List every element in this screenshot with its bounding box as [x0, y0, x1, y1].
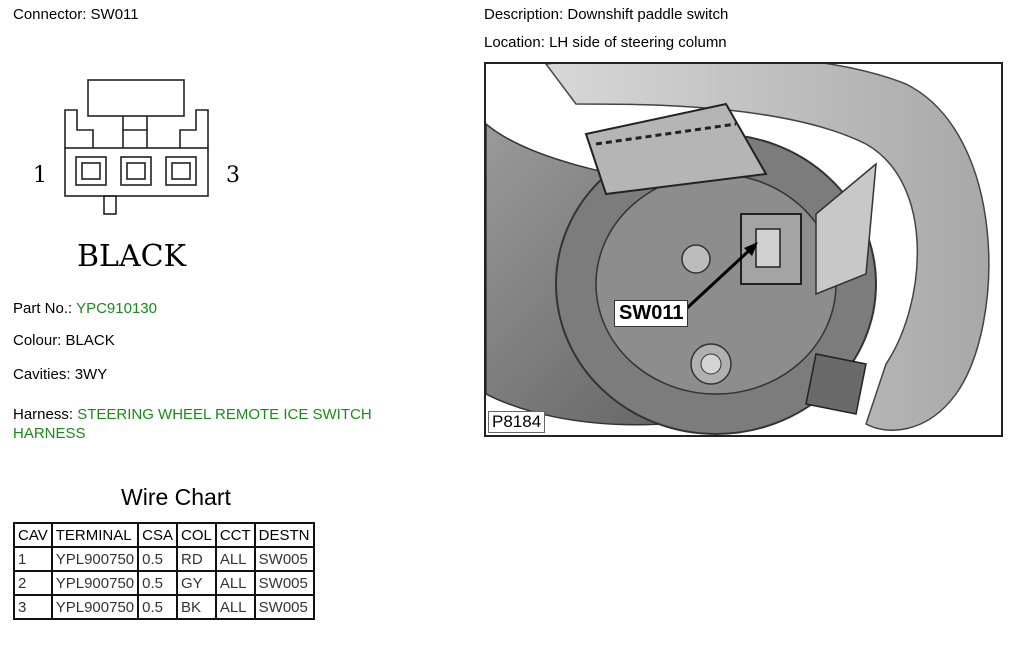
part-number-value: YPC910130	[76, 300, 157, 317]
pin-number-left: 1	[33, 163, 47, 188]
harness-line: Harness: STEERING WHEEL REMOTE ICE SWITC…	[13, 406, 372, 423]
cell-cav: 2	[13, 570, 53, 596]
cell-terminal: YPL900750	[50, 546, 140, 572]
header-destn: DESTN	[253, 522, 315, 548]
harness-value-line1: STEERING WHEEL REMOTE ICE SWITCH	[77, 406, 372, 423]
cell-cav: 1	[13, 546, 53, 572]
cell-col: RD	[175, 546, 217, 572]
photo-callout-label: SW011	[614, 300, 689, 327]
location-line: Location: LH side of steering column	[484, 34, 727, 51]
photo-reference: P8184	[488, 411, 546, 433]
wire-chart-table: CAV TERMINAL CSA COL CCT DESTN 1 YPL9007…	[13, 522, 315, 620]
cavity-3	[165, 156, 197, 186]
location-label: Location:	[484, 34, 545, 51]
cell-destn: SW005	[253, 594, 315, 620]
header-cav: CAV	[13, 522, 53, 548]
header-cct: CCT	[214, 522, 256, 548]
cell-cct: ALL	[214, 570, 256, 596]
location-value: LH side of steering column	[549, 34, 727, 51]
cell-terminal: YPL900750	[50, 594, 140, 620]
connector-face-diagram: 1 3 BLACK	[33, 79, 240, 274]
cell-cct: ALL	[214, 594, 256, 620]
table-row: 3 YPL900750 0.5 BK ALL SW005	[13, 594, 315, 620]
colour-line: Colour: BLACK	[13, 332, 115, 349]
header-terminal: TERMINAL	[50, 522, 140, 548]
cell-cct: ALL	[214, 546, 256, 572]
colour-value: BLACK	[65, 332, 115, 349]
cell-destn: SW005	[253, 570, 315, 596]
cell-terminal: YPL900750	[50, 570, 140, 596]
header-csa: CSA	[137, 522, 178, 548]
cell-csa: 0.5	[137, 546, 178, 572]
colour-label: Colour:	[13, 332, 62, 349]
table-header-row: CAV TERMINAL CSA COL CCT DESTN	[13, 522, 315, 548]
colour-caption: BLACK	[77, 239, 187, 274]
cavities-label: Cavities:	[13, 366, 71, 383]
part-number-line: Part No.: YPC910130	[13, 300, 157, 317]
cell-destn: SW005	[253, 546, 315, 572]
part-number-label: Part No.:	[13, 300, 73, 317]
description-value: Downshift paddle switch	[567, 6, 729, 23]
wire-chart-title: Wire Chart	[121, 484, 231, 510]
connector-value: SW011	[90, 6, 139, 23]
cavity-1	[75, 156, 107, 186]
cell-col: GY	[175, 570, 217, 596]
connector-latch	[87, 79, 185, 117]
harness-value-line2: HARNESS	[13, 425, 86, 442]
cell-col: BK	[175, 594, 217, 620]
steering-column-illustration	[486, 64, 1001, 435]
location-photo: SW011 P8184	[484, 62, 1003, 437]
cavity-2	[120, 156, 152, 186]
description-label: Description:	[484, 6, 564, 23]
connector-body	[64, 147, 209, 197]
connector-line: Connector: SW011	[13, 6, 139, 23]
table-row: 1 YPL900750 0.5 RD ALL SW005	[13, 546, 315, 572]
callout-arrow	[684, 244, 756, 311]
table-row: 2 YPL900750 0.5 GY ALL SW005	[13, 570, 315, 596]
cavities-value: 3WY	[74, 366, 108, 383]
cavities-line: Cavities: 3WY	[13, 366, 107, 383]
pin-number-right: 3	[226, 163, 240, 188]
connector-label: Connector:	[13, 6, 87, 23]
harness-label: Harness:	[13, 406, 74, 423]
cell-csa: 0.5	[137, 594, 178, 620]
header-col: COL	[175, 522, 217, 548]
connector-key	[103, 195, 117, 215]
cell-cav: 3	[13, 594, 53, 620]
cell-csa: 0.5	[137, 570, 178, 596]
description-line: Description: Downshift paddle switch	[484, 6, 728, 23]
